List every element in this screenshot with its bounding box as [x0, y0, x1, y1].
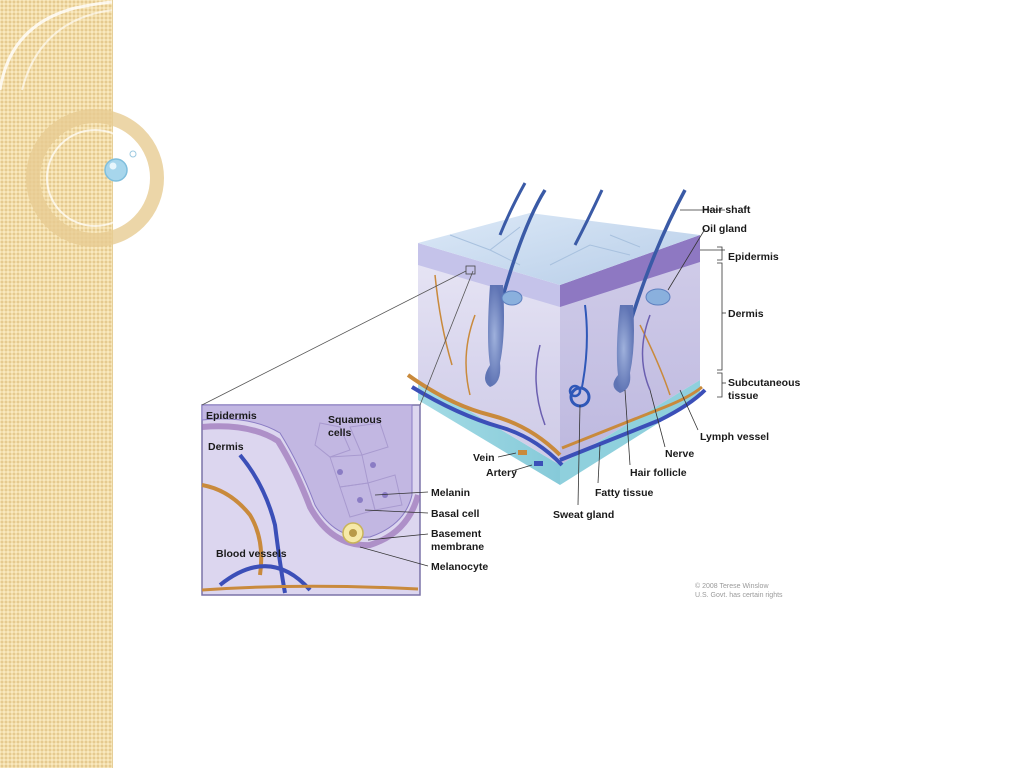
lymph-vessel [559, 388, 707, 462]
subcutaneous-front [418, 380, 560, 485]
label-sweat-gland: Sweat gland [553, 509, 614, 521]
label-lymph-vessel: Lymph vessel [700, 431, 769, 443]
skin-anatomy-figure: Hair shaft Oil gland Epidermis Dermis Su… [201, 182, 801, 599]
inset-leader-2 [419, 270, 474, 406]
decor-rings [0, 0, 164, 247]
label-epidermis: Epidermis [728, 251, 779, 263]
hair-1 [498, 182, 527, 236]
label-hair-shaft: Hair shaft [702, 204, 751, 216]
inset-label-blood-vessels: Blood vessels [216, 548, 287, 560]
inset-label-basal-cell: Basal cell [431, 508, 480, 520]
inset-label-basement-1: Basement [431, 528, 482, 540]
inset-label-dermis: Dermis [208, 441, 244, 453]
decor-ring-outer [26, 109, 164, 247]
label-subcutaneous-1: Subcutaneous [728, 377, 801, 389]
epidermis-side-band [560, 235, 700, 307]
inset-source-box [465, 265, 476, 275]
inset-label-melanin: Melanin [431, 487, 470, 499]
hair-follicle-1 [485, 285, 504, 387]
label-vein: Vein [473, 452, 495, 464]
oil-gland-2 [645, 288, 671, 306]
dermis-front-face [418, 260, 560, 465]
hair-3 [573, 189, 604, 246]
inset-label-basement-2: membrane [431, 541, 484, 553]
credit-line-2: U.S. Govt. has certain rights [695, 592, 783, 599]
label-artery: Artery [486, 467, 517, 479]
nerve-fibers [535, 314, 651, 426]
label-fatty-tissue: Fatty tissue [595, 487, 654, 499]
credit-line-1: © 2008 Terese Winslow [695, 582, 769, 590]
side-vessel [561, 385, 703, 450]
decor-bubble [104, 158, 128, 182]
decor-bubble-small [129, 150, 137, 158]
inset-leader-1 [201, 270, 467, 406]
inset-callout-lines [359, 491, 429, 567]
vein-stub [518, 450, 527, 455]
vein-vessel [410, 385, 564, 467]
artery-stub [534, 461, 543, 466]
label-oil-gland: Oil gland [702, 223, 747, 235]
inset-label-epidermis: Epidermis [206, 410, 257, 422]
inset-label-melanocyte: Melanocyte [431, 561, 488, 573]
label-nerve: Nerve [665, 448, 694, 460]
callout-lines [497, 209, 726, 506]
label-dermis: Dermis [728, 308, 764, 320]
skin-surface-creases [449, 226, 641, 266]
inset-label-squamous-2: cells [328, 427, 352, 439]
label-subcutaneous-2: tissue [728, 390, 759, 402]
skin-top-surface [418, 213, 700, 285]
hair-follicle-2 [613, 305, 634, 393]
artery-vessel [406, 373, 562, 457]
decor-arc-top [0, 0, 113, 91]
inset-label-squamous-1: Squamous [328, 414, 382, 426]
decor-arc-top-inner [21, 9, 113, 91]
epidermis-front-band [418, 243, 560, 307]
capillaries [434, 274, 671, 396]
label-hair-follicle: Hair follicle [630, 467, 687, 479]
inset-magnified-panel [201, 404, 421, 596]
decor-bubble-shine [109, 162, 117, 170]
oil-gland-1 [501, 290, 523, 306]
decor-ring-inner [46, 129, 144, 227]
